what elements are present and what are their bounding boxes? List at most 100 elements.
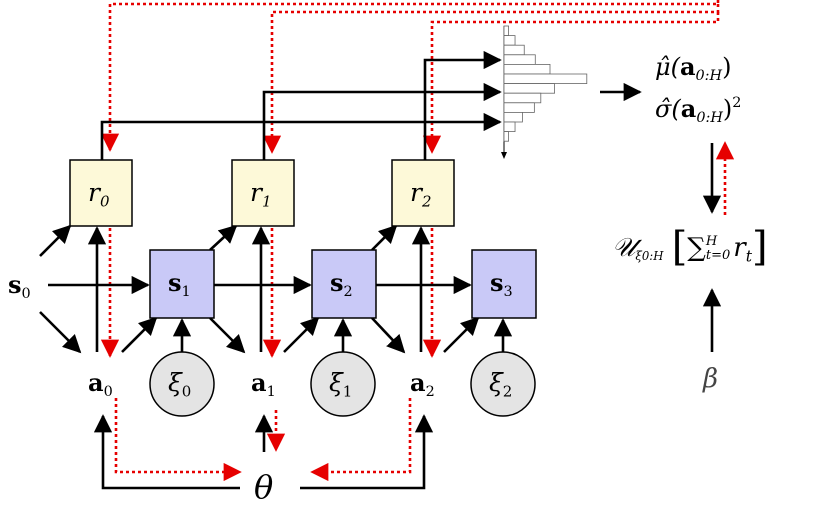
noise-index: 2: [502, 382, 513, 401]
s1-to-a1: [209, 317, 246, 354]
variance-symbol: σ̂(: [655, 95, 681, 123]
utility-symbol: 𝒰: [612, 233, 636, 263]
noise-node-2: [470, 351, 536, 417]
action-label-0: a0: [88, 368, 113, 400]
mean-symbol: μ̂(: [655, 53, 680, 81]
sum-term: r: [733, 233, 746, 263]
state-index: 2: [343, 284, 353, 301]
state-label-2: s2: [330, 268, 353, 300]
variance-exponent: 2: [732, 94, 742, 111]
state-letter: s: [330, 268, 344, 297]
noise-node-1: [310, 351, 376, 417]
reward-label-1: r1: [250, 178, 272, 210]
reward-label-2: r2: [410, 178, 432, 210]
state-letter: s: [8, 270, 22, 299]
histogram-axis-tip: [501, 152, 507, 159]
reward-index: 1: [261, 192, 272, 211]
r0-to-histogram: [100, 112, 502, 160]
sum-symbol: ∑: [687, 233, 706, 263]
s2-to-r2: [371, 224, 398, 251]
s0-to-r0: [39, 224, 72, 257]
gradient-paths: [100, 0, 735, 482]
reward-node-1: [231, 159, 295, 227]
variance-estimate: σ̂(a0:H)2: [655, 94, 741, 126]
action-label-2: a2: [410, 368, 435, 400]
state-label-0: s0: [8, 270, 31, 302]
noise-label-0: ξ0: [168, 368, 191, 400]
mean-estimate: μ̂(a0:H): [655, 52, 731, 84]
noise-letter: ξ: [329, 368, 343, 397]
histogram-bar: [503, 35, 516, 46]
action-label-1: a1: [251, 368, 276, 400]
s1-to-r1: [209, 224, 238, 251]
histogram-bar: [503, 73, 588, 85]
histogram-bar: [503, 44, 525, 56]
sum-upper-limit: H: [705, 234, 718, 250]
action-index: 2: [425, 384, 435, 401]
state-node-2: [311, 249, 377, 319]
state-index: 0: [21, 286, 31, 303]
action-index: 0: [103, 384, 113, 401]
utility-close-bracket: ]: [751, 224, 768, 270]
s2-to-a2: [371, 317, 406, 354]
noise-letter: ξ: [168, 368, 182, 397]
reward-letter: r: [410, 178, 422, 207]
state-letter: s: [168, 268, 182, 297]
utility-open-bracket: [: [671, 224, 688, 270]
a2-to-s3: [443, 316, 480, 353]
state-node-3: [471, 249, 537, 319]
action-letter: a: [88, 368, 104, 397]
noise-nodes: [149, 351, 536, 417]
mean-close: ): [722, 53, 732, 81]
reward-nodes: [69, 159, 455, 227]
state-index: 3: [503, 284, 513, 301]
state-label-1: s1: [168, 268, 191, 300]
variance-argument-index: 0:H: [696, 110, 723, 127]
state-label-3: s3: [490, 268, 513, 300]
r1-to-histogram: [262, 82, 502, 160]
reward-letter: r: [88, 178, 100, 207]
state-index: 1: [181, 284, 191, 301]
mean-argument-index: 0:H: [695, 68, 723, 85]
reward-letter: r: [250, 178, 262, 207]
reward-node-0: [69, 159, 133, 227]
histogram-bars: [503, 25, 588, 142]
state-node-1: [149, 249, 215, 319]
histogram-bar: [503, 54, 536, 65]
sum-term-index: t: [745, 247, 752, 266]
gradient-to-r0: [100, 0, 720, 152]
sum-lower-limit: t=0: [705, 248, 731, 263]
reward-index: 2: [421, 192, 432, 211]
forward-paths: [39, 50, 722, 490]
histogram-bar: [503, 64, 551, 75]
a0-to-s1: [121, 316, 158, 353]
action-letter: a: [410, 368, 426, 397]
histogram-bar: [503, 25, 509, 37]
histogram-bar: [503, 83, 555, 94]
state-letter: s: [490, 268, 504, 297]
noise-label-1: ξ1: [329, 368, 352, 400]
reward-index: 0: [99, 192, 110, 211]
beta-label: β: [703, 364, 719, 394]
r2-to-histogram: [423, 50, 502, 160]
gradient-to-r2: [422, 12, 720, 154]
a1-to-s2: [283, 316, 320, 353]
noise-index: 1: [342, 382, 353, 401]
gradient-a2-theta: [310, 398, 412, 482]
gradient-a0-theta: [114, 398, 242, 482]
action-letter: a: [251, 368, 267, 397]
reward-node-2: [391, 159, 455, 227]
noise-node-0: [149, 351, 215, 417]
histogram-bar: [503, 102, 535, 113]
noise-index: 0: [181, 382, 192, 401]
theta-to-a0: [93, 414, 240, 490]
variance-close: ): [722, 95, 733, 123]
histogram: [501, 25, 588, 159]
histogram-bar: [503, 92, 542, 104]
theta-to-a2: [300, 414, 434, 490]
mean-argument: a: [679, 52, 696, 81]
variance-argument: a: [680, 94, 697, 123]
histogram-bar: [503, 112, 523, 123]
